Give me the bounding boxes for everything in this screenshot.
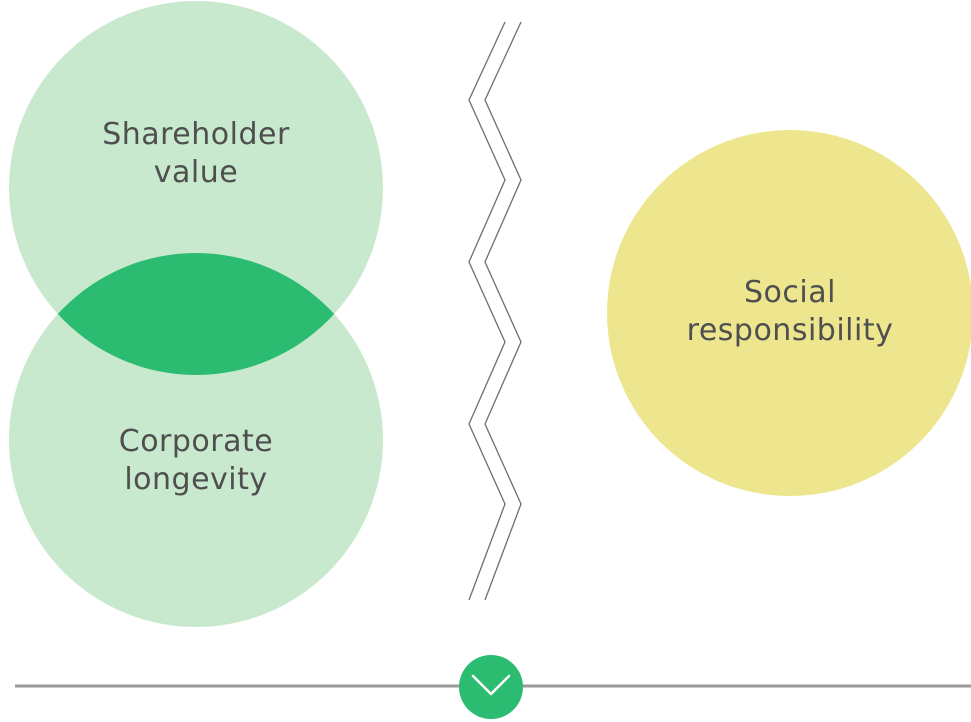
shareholder-value-line-1: Shareholder	[102, 117, 290, 152]
social-responsibility-circle	[607, 130, 971, 496]
corporate-longevity-label: Corporate longevity	[46, 423, 346, 499]
social-responsibility-line-2: responsibility	[686, 313, 894, 348]
zigzag-separator	[468, 21, 522, 601]
shareholder-value-line-2: value	[153, 155, 239, 190]
chevron-down-icon[interactable]	[459, 655, 523, 719]
overlap-region	[9, 253, 383, 375]
social-responsibility-label: Social responsibility	[620, 274, 960, 350]
social-responsibility-line-1: Social	[744, 275, 836, 310]
corporate-longevity-line-1: Corporate	[118, 424, 274, 459]
shareholder-value-label: Shareholder value	[46, 116, 346, 192]
corporate-longevity-line-2: longevity	[124, 462, 268, 497]
